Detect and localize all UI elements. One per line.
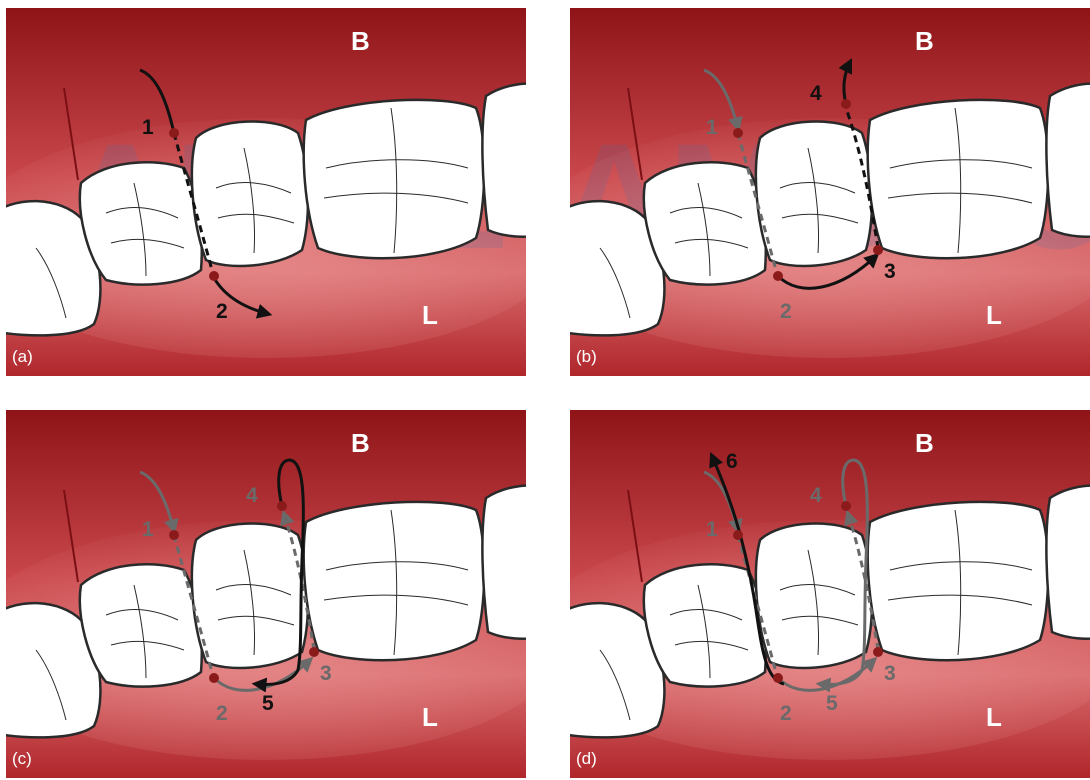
tooth-premolar-2 xyxy=(192,524,308,668)
point-1-marker xyxy=(169,530,179,540)
point-3-marker xyxy=(873,245,883,255)
point-4-marker xyxy=(277,501,287,511)
point-3-marker xyxy=(309,647,319,657)
tooth-premolar-1 xyxy=(80,564,202,686)
tooth-molar-right xyxy=(482,84,526,237)
point-3-marker xyxy=(873,647,883,657)
point-2-marker xyxy=(209,673,219,683)
panel-b-illustration: AMOLCA 1 2 3 4 B L (b) xyxy=(570,8,1090,376)
tooth-premolar-1 xyxy=(80,162,202,284)
step-4-label: 4 xyxy=(246,484,258,507)
buccal-label: B xyxy=(351,428,370,458)
point-1-marker xyxy=(733,128,743,138)
panel-a: AMOLCA 1 2 B L (a) xyxy=(6,8,526,376)
step-1-label: 1 xyxy=(706,116,718,139)
step-2-label: 2 xyxy=(780,300,792,323)
point-1-marker xyxy=(169,128,179,138)
tooth-molar xyxy=(304,100,485,258)
panel-tag: (c) xyxy=(12,749,32,768)
step-5-label: 5 xyxy=(262,692,274,715)
point-4-marker xyxy=(841,501,851,511)
buccal-label: B xyxy=(915,26,934,56)
step-6-label: 6 xyxy=(726,450,738,473)
panel-a-illustration: AMOLCA 1 2 B L (a) xyxy=(6,8,526,376)
step-3-label: 3 xyxy=(884,260,896,283)
lingual-label: L xyxy=(422,702,438,732)
step-2-label: 2 xyxy=(216,702,228,725)
panel-tag: (b) xyxy=(576,347,597,366)
step-1-label: 1 xyxy=(142,518,154,541)
tooth-premolar-2 xyxy=(756,122,872,266)
panel-tag: (a) xyxy=(12,347,33,366)
lingual-label: L xyxy=(986,702,1002,732)
panel-c-illustration: 1 2 3 4 5 B L (c) xyxy=(6,410,526,778)
panel-c: 1 2 3 4 5 B L (c) xyxy=(6,410,526,778)
step-3-label: 3 xyxy=(884,662,896,685)
tooth-premolar-1 xyxy=(644,564,766,686)
buccal-label: B xyxy=(351,26,370,56)
step-3-label: 3 xyxy=(320,662,332,685)
step-1-label: 1 xyxy=(142,116,154,139)
step-1-label: 1 xyxy=(706,518,718,541)
tooth-molar xyxy=(868,502,1049,660)
tooth-premolar-1 xyxy=(644,162,766,284)
tooth-premolar-2 xyxy=(192,122,308,266)
point-1-marker xyxy=(733,530,743,540)
step-4-label: 4 xyxy=(810,484,822,507)
buccal-label: B xyxy=(915,428,934,458)
tooth-molar-right xyxy=(1046,84,1090,237)
step-2-label: 2 xyxy=(780,702,792,725)
step-2-label: 2 xyxy=(216,300,228,323)
panel-tag: (d) xyxy=(576,749,597,768)
point-2-marker xyxy=(209,271,219,281)
tooth-molar xyxy=(868,100,1049,258)
step-5-label: 5 xyxy=(826,692,838,715)
lingual-label: L xyxy=(422,300,438,330)
lingual-label: L xyxy=(986,300,1002,330)
point-2-marker xyxy=(773,673,783,683)
point-2-marker xyxy=(773,271,783,281)
tooth-molar-right xyxy=(1046,486,1090,639)
tooth-premolar-2 xyxy=(756,524,872,668)
panel-d: 1 2 3 4 5 6 B L (d) xyxy=(570,410,1090,778)
panel-d-illustration: 1 2 3 4 5 6 B L (d) xyxy=(570,410,1090,778)
point-4-marker xyxy=(841,99,851,109)
tooth-molar xyxy=(304,502,485,660)
step-4-label: 4 xyxy=(810,82,822,105)
panel-b: AMOLCA 1 2 3 4 B L (b) xyxy=(570,8,1090,376)
tooth-molar-right xyxy=(482,486,526,639)
